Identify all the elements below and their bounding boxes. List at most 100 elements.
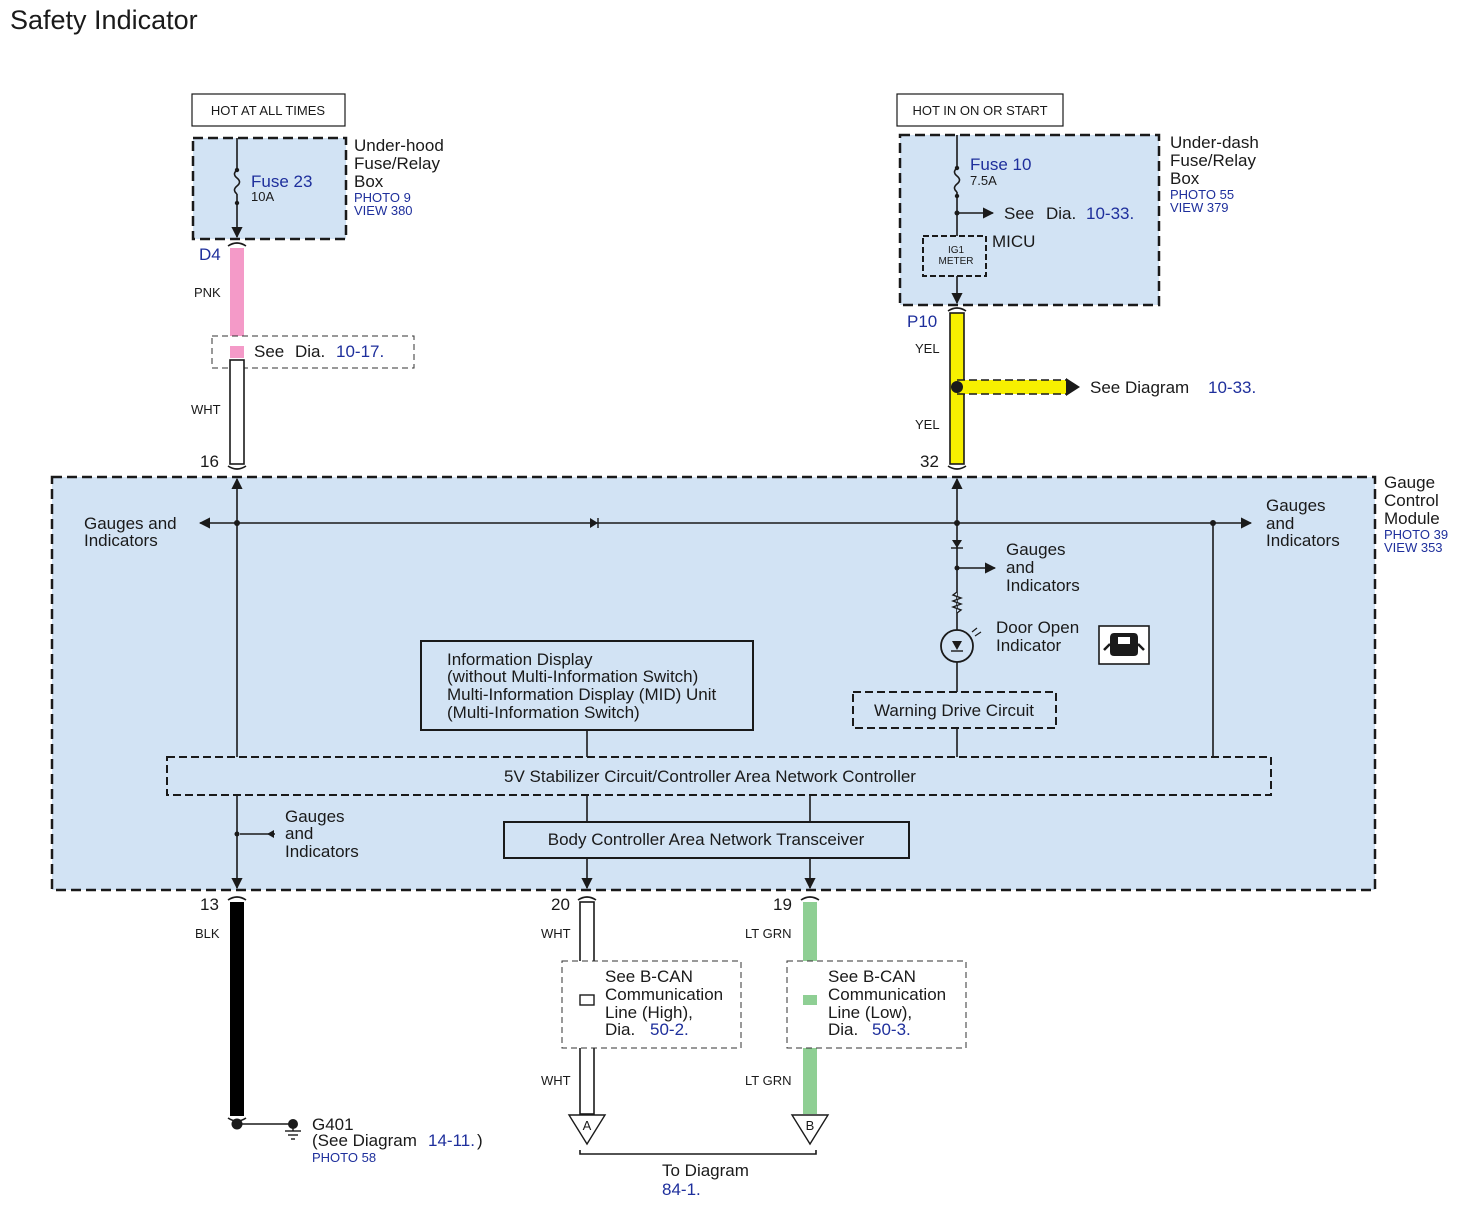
gi-mid-1: Gauges (1006, 540, 1066, 559)
ig1-meter-box (922, 235, 987, 277)
pin-16: 16 (200, 452, 219, 471)
stabilizer-circuit-box (166, 756, 1272, 796)
fuse-23-symbol (233, 169, 241, 195)
see-diagram-1033-link[interactable]: 10-33. (1208, 378, 1256, 397)
ig1-label: IG1 (948, 245, 965, 256)
bcan-high-dia: Dia. (605, 1020, 635, 1039)
wire-wht-label: WHT (191, 402, 221, 417)
ground-see: (See Diagram (312, 1131, 417, 1150)
underdash-photo-link[interactable]: PHOTO 55 (1170, 187, 1234, 202)
connector-b (790, 1114, 830, 1146)
gi-low-3: Indicators (285, 842, 359, 861)
pin-20: 20 (551, 895, 570, 914)
wire-wht20-top-label: WHT (541, 926, 571, 941)
wire-yel-top-label: YEL (915, 341, 940, 356)
underhood-name-2: Fuse/Relay (354, 154, 440, 173)
bcan-high-1: See B-CAN (605, 967, 693, 986)
see-dia-1017-box (211, 335, 415, 369)
fuse-10-label: Fuse 10 (970, 155, 1031, 174)
hot-at-all-times-box (191, 93, 346, 127)
see-diagram-1033-text: See Diagram (1090, 378, 1189, 397)
underhood-name-1: Under-hood (354, 136, 444, 155)
wire-pnk (230, 248, 244, 348)
see-dia-1033-link[interactable]: 10-33. (1086, 204, 1134, 223)
hot-in-on-or-start-box (896, 93, 1064, 127)
wire-yel-bottom-label: YEL (915, 417, 940, 432)
see-dia-1017-dia: Dia. (295, 342, 325, 361)
wire-pnk-label: PNK (194, 285, 221, 300)
underhood-view-link[interactable]: VIEW 380 (354, 203, 413, 218)
connector-b-label: B (806, 1118, 815, 1133)
ground-see-close: ) (477, 1131, 483, 1150)
diode-symbol (952, 540, 962, 548)
hot-at-all-times-label: HOT AT ALL TIMES (211, 103, 325, 118)
wire-ltgrn-bottom-label: LT GRN (745, 1073, 791, 1088)
bcan-high-link[interactable]: 50-2. (650, 1020, 689, 1039)
info-line-1: Information Display (447, 650, 593, 669)
gi-low-2: and (285, 824, 313, 843)
wire-blk (230, 902, 244, 1116)
gcm-photo-link[interactable]: PHOTO 39 (1384, 527, 1448, 542)
bcan-low-2: Communication (828, 985, 946, 1004)
connector-a (567, 1114, 607, 1146)
connector-p10: P10 (907, 312, 937, 331)
warning-drive-circuit-label: Warning Drive Circuit (874, 701, 1034, 720)
underdash-name-2: Fuse/Relay (1170, 151, 1256, 170)
fuse-23-label: Fuse 23 (251, 172, 312, 191)
gcm-name-2: Control (1384, 491, 1439, 510)
ground-name: G401 (312, 1115, 354, 1134)
bcan-low-1: See B-CAN (828, 967, 916, 986)
info-line-3: Multi-Information Display (MID) Unit (447, 685, 716, 704)
pin-32: 32 (920, 452, 939, 471)
underdash-view-link[interactable]: VIEW 379 (1170, 200, 1229, 215)
pin-13: 13 (200, 895, 219, 914)
gi-right-1: Gauges (1266, 496, 1326, 515)
gcm-name-3: Module (1384, 509, 1440, 528)
gcm-name-1: Gauge (1384, 473, 1435, 492)
bcan-high-2: Communication (605, 985, 723, 1004)
fuse-10-symbol (953, 167, 961, 193)
body-can-transceiver-box (503, 821, 910, 859)
gi-left-1: Gauges and (84, 514, 177, 533)
door-open-1: Door Open (996, 618, 1079, 637)
underhood-fuse-box (191, 136, 348, 241)
fuse-23-rating: 10A (251, 189, 274, 204)
gi-right-3: Indicators (1266, 531, 1340, 550)
resistor-symbol (951, 591, 963, 614)
wire-yel-branch (957, 380, 1067, 394)
ig1-meter-label: METER (939, 256, 974, 267)
stabilizer-circuit-label: 5V Stabilizer Circuit/Controller Area Ne… (504, 767, 916, 786)
ground-icon (285, 1124, 301, 1140)
warning-drive-circuit-box (852, 691, 1057, 729)
bcan-low-dia: Dia. (828, 1020, 858, 1039)
info-line-2: (without Multi-Information Switch) (447, 667, 698, 686)
to-diagram-label: To Diagram (662, 1161, 749, 1180)
wire-ltgrn-top-label: LT GRN (745, 926, 791, 941)
page-title: Safety Indicator (10, 5, 198, 35)
ground-photo-link[interactable]: PHOTO 58 (312, 1150, 376, 1165)
gi-mid-3: Indicators (1006, 576, 1080, 595)
underhood-name-3: Box (354, 172, 384, 191)
body-can-transceiver-label: Body Controller Area Network Transceiver (548, 830, 865, 849)
wire-wht20-bottom-label: WHT (541, 1073, 571, 1088)
see-dia-1017-see: See (254, 342, 284, 361)
fuse-10-rating: 7.5A (970, 173, 997, 188)
pin-19: 19 (773, 895, 792, 914)
bcan-low-3: Line (Low), (828, 1003, 912, 1022)
underhood-photo-link[interactable]: PHOTO 9 (354, 190, 411, 205)
bcan-high-3: Line (High), (605, 1003, 693, 1022)
ground-see-link[interactable]: 14-11. (428, 1131, 475, 1150)
underdash-name-1: Under-dash (1170, 133, 1259, 152)
bcan-low-link[interactable]: 50-3. (872, 1020, 911, 1039)
hot-in-on-or-start-label: HOT IN ON OR START (912, 103, 1047, 118)
info-line-4: (Multi-Information Switch) (447, 703, 640, 722)
connector-a-label: A (583, 1118, 592, 1133)
see-dia-1017-link[interactable]: 10-17. (336, 342, 384, 361)
to-diagram-link[interactable]: 84-1. (662, 1180, 701, 1199)
micu-label: MICU (992, 232, 1035, 251)
wire-wht-16 (229, 359, 245, 465)
gi-left-2: Indicators (84, 531, 158, 550)
see-dia-1033-see: See (1004, 204, 1034, 223)
gcm-view-link[interactable]: VIEW 353 (1384, 540, 1443, 555)
